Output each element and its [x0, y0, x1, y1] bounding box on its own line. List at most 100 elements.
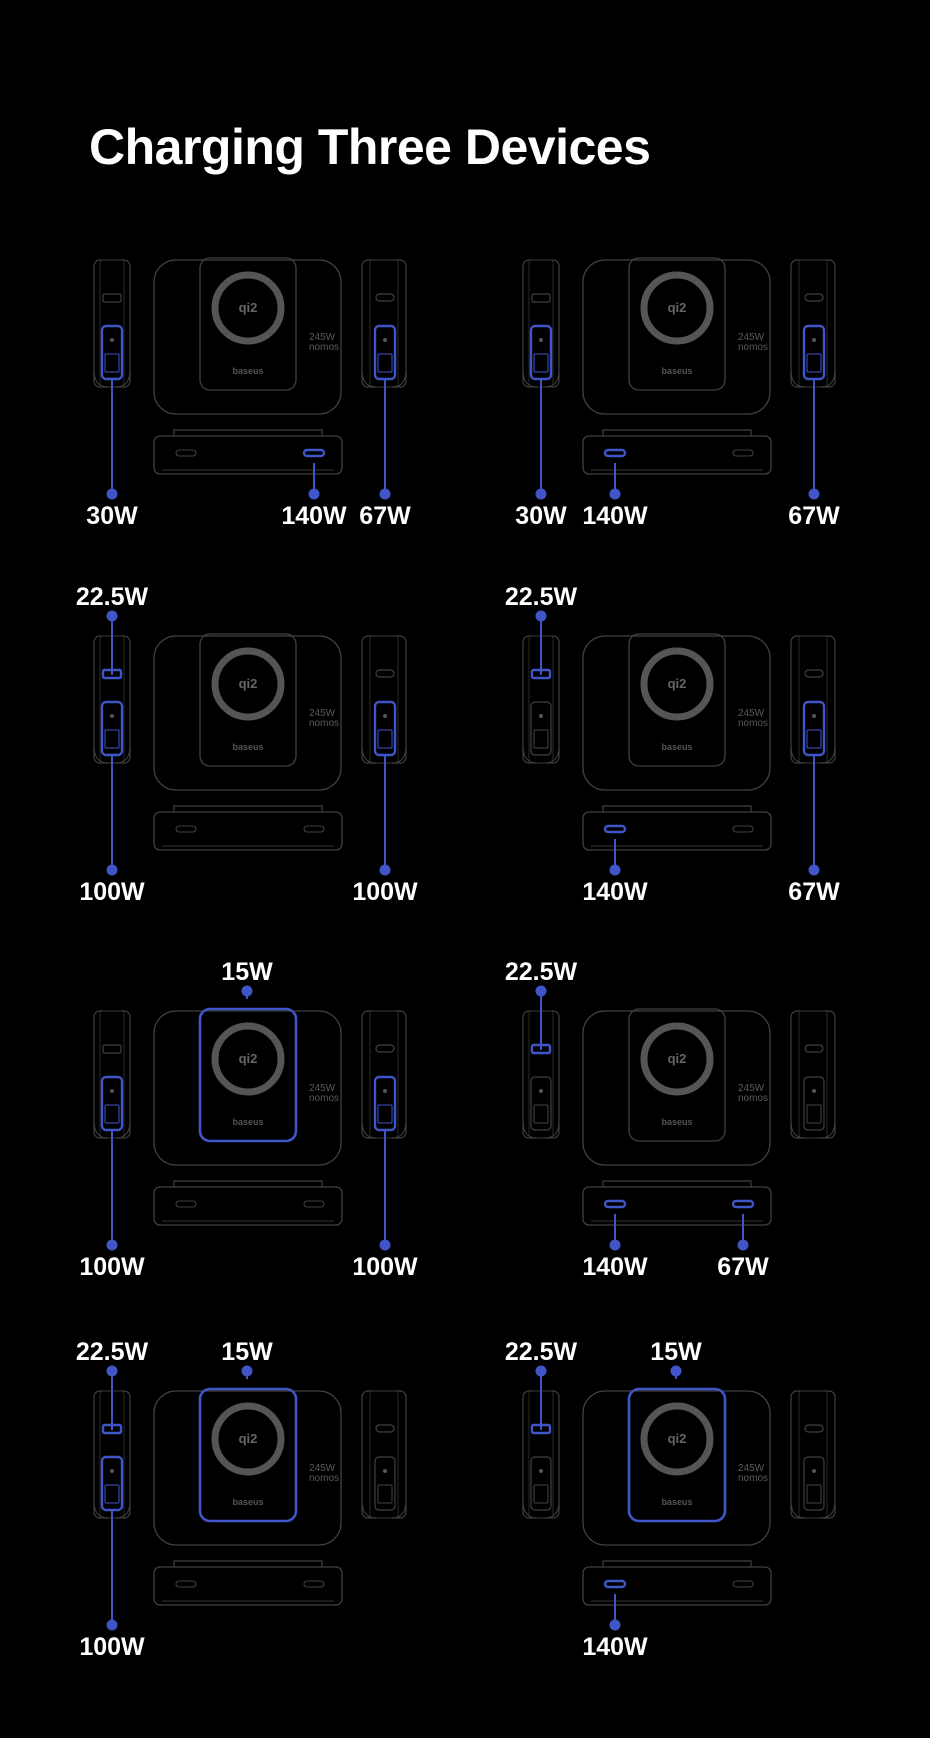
capacity-label: 245W: [738, 1083, 765, 1094]
left-usb-a-port: [531, 293, 551, 303]
callout-dot: [308, 488, 320, 500]
right-port-symbol: [383, 714, 387, 718]
callout-dot: [535, 488, 547, 500]
base-left-port: [175, 1200, 197, 1208]
power-label: 100W: [352, 878, 418, 906]
left-side-inner: [99, 1010, 125, 1139]
left-side-inner: [99, 259, 125, 388]
model-label: nomos: [738, 1093, 768, 1104]
right-usb-c-port: [803, 1456, 825, 1511]
right-side-foot: [790, 369, 836, 388]
right-button: [375, 1044, 395, 1053]
callout-dot: [106, 1619, 118, 1631]
power-label: 100W: [352, 1253, 418, 1281]
right-usb-c-port: [374, 1456, 396, 1511]
left-side-foot: [522, 745, 560, 764]
callout-dot: [535, 985, 547, 997]
right-side-panel: [790, 1390, 836, 1519]
qi2-logo: qi2: [668, 300, 687, 315]
model-label: nomos: [309, 718, 339, 729]
brand-logo: baseus: [232, 1497, 263, 1507]
callout-dot: [609, 1619, 621, 1631]
right-button: [375, 293, 395, 302]
left-side-panel: [522, 259, 560, 388]
model-label: nomos: [738, 342, 768, 353]
right-side-foot: [361, 1120, 407, 1139]
power-label: 15W: [221, 1338, 273, 1366]
left-side-foot: [93, 745, 131, 764]
model-label: nomos: [309, 1093, 339, 1104]
base-top-lip: [602, 805, 752, 812]
right-side-foot: [790, 745, 836, 764]
left-port-symbol: [110, 1469, 114, 1473]
right-port-symbol: [383, 338, 387, 342]
qi2-logo: qi2: [668, 1051, 687, 1066]
base-left-port: [603, 1199, 627, 1209]
power-label: 22.5W: [505, 583, 578, 611]
magnetic-ring: [640, 1022, 714, 1096]
power-label: 100W: [79, 1633, 145, 1661]
right-side-foot: [790, 1120, 836, 1139]
power-label: 67W: [717, 1253, 769, 1281]
capacity-label: 245W: [738, 708, 765, 719]
left-port-symbol: [539, 1089, 543, 1093]
right-port-symbol: [383, 1469, 387, 1473]
power-label: 30W: [86, 502, 138, 530]
right-port-inner: [806, 729, 822, 749]
capacity-label: 245W: [309, 1463, 336, 1474]
left-side-foot: [93, 1500, 131, 1519]
right-side-foot: [361, 1500, 407, 1519]
tower-body: [153, 635, 342, 791]
right-port-symbol: [812, 1469, 816, 1473]
right-side-panel: [790, 1010, 836, 1139]
callout-dot: [609, 488, 621, 500]
right-side-foot: [361, 369, 407, 388]
base-right-port: [732, 1580, 754, 1588]
power-label: 15W: [650, 1338, 702, 1366]
magnetic-ring: [211, 647, 285, 721]
power-label: 22.5W: [505, 958, 578, 986]
qi2-logo: qi2: [668, 676, 687, 691]
left-side-panel: [93, 1010, 131, 1139]
base-right-port: [303, 1200, 325, 1208]
right-button: [375, 1424, 395, 1433]
wireless-pad: [628, 257, 726, 391]
power-label: 67W: [788, 502, 840, 530]
tower-body: [582, 259, 771, 415]
left-port-inner: [104, 353, 120, 373]
tower-body: [582, 635, 771, 791]
power-label: 100W: [79, 878, 145, 906]
power-label: 140W: [281, 502, 347, 530]
right-side-panel: [361, 1390, 407, 1519]
callout-dot: [808, 488, 820, 500]
qi2-logo: qi2: [239, 1431, 258, 1446]
callout-dot: [379, 488, 391, 500]
callout-dot: [241, 1365, 253, 1377]
left-side-foot: [522, 1120, 560, 1139]
left-port-inner: [533, 1104, 549, 1124]
wireless-pad: [198, 1387, 298, 1523]
magnetic-ring: [640, 271, 714, 345]
base-top-lip: [602, 1560, 752, 1567]
left-side-inner: [528, 259, 554, 388]
power-label: 140W: [582, 1633, 648, 1661]
power-label: 22.5W: [76, 583, 149, 611]
left-side-foot: [522, 1500, 560, 1519]
magnetic-ring: [211, 1022, 285, 1096]
capacity-label: 245W: [738, 332, 765, 343]
base-body: [582, 1566, 772, 1606]
qi2-logo: qi2: [239, 676, 258, 691]
wireless-pad: [628, 1008, 726, 1142]
base-right-port: [731, 1199, 755, 1209]
right-port-inner: [806, 353, 822, 373]
right-port-inner: [806, 1104, 822, 1124]
right-side-inner: [798, 1390, 828, 1519]
magnetic-ring: [640, 647, 714, 721]
left-side-panel: [93, 259, 131, 388]
callout-dot: [609, 1239, 621, 1251]
power-label: 30W: [515, 502, 567, 530]
base-right-port: [303, 1580, 325, 1588]
base-body: [582, 435, 772, 475]
